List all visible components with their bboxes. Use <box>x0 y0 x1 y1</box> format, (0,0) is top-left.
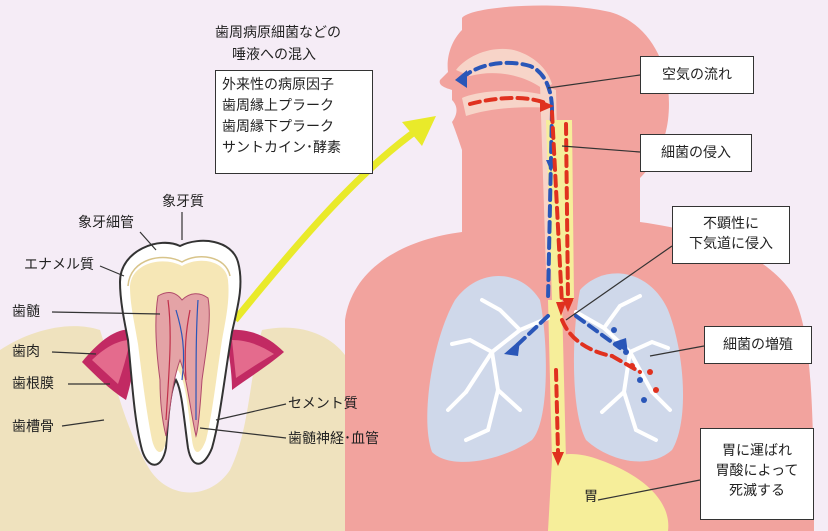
source-item: 外来性の病原因子 <box>222 75 366 96</box>
callout-aspiration-line2: 下気道に侵入 <box>673 234 789 254</box>
source-factors-box: 外来性の病原因子 歯周縁上プラーク 歯周縁下プラーク サントカイン･酵素 <box>215 70 373 174</box>
callout-bacteria-invasion-text: 細菌の侵入 <box>641 143 751 163</box>
label-enamel: エナメル質 <box>24 256 94 274</box>
label-pulp: 歯髄 <box>12 303 40 321</box>
callout-stomach-fate: 胃に運ばれ 胃酸によって 死滅する <box>700 428 814 520</box>
source-item: 歯周縁上プラーク <box>222 96 366 117</box>
label-gingiva: 歯肉 <box>12 343 40 361</box>
callout-aspiration-line1: 不顕性に <box>673 214 789 234</box>
label-dentinal-tubules: 象牙細管 <box>78 214 134 232</box>
source-heading-line1: 歯周病原細菌などの <box>215 24 341 42</box>
source-heading-line2: 唾液への混入 <box>232 46 316 64</box>
callout-proliferation-text: 細菌の増殖 <box>705 335 811 355</box>
callout-air-flow-text: 空気の流れ <box>641 65 753 85</box>
label-alveolar-bone: 歯槽骨 <box>12 418 54 436</box>
label-dentin: 象牙質 <box>162 193 204 211</box>
face-profile <box>440 30 462 150</box>
label-stomach: 胃 <box>584 488 598 506</box>
source-item: サントカイン･酵素 <box>222 138 366 159</box>
callout-stomach-fate-line1: 胃に運ばれ <box>701 441 813 461</box>
label-cementum: セメント質 <box>288 395 358 413</box>
callout-aspiration: 不顕性に 下気道に侵入 <box>672 206 790 264</box>
label-pulp-nerve-vessels: 歯髄神経･血管 <box>288 430 379 448</box>
label-periodontal-ligament: 歯根膜 <box>12 375 54 393</box>
callout-bacteria-invasion: 細菌の侵入 <box>640 134 752 172</box>
callout-stomach-fate-line3: 死滅する <box>701 481 813 501</box>
callout-proliferation: 細菌の増殖 <box>704 326 812 364</box>
callout-stomach-fate-line2: 胃酸によって <box>701 461 813 481</box>
callout-air-flow: 空気の流れ <box>640 56 754 94</box>
source-item: 歯周縁下プラーク <box>222 117 366 138</box>
